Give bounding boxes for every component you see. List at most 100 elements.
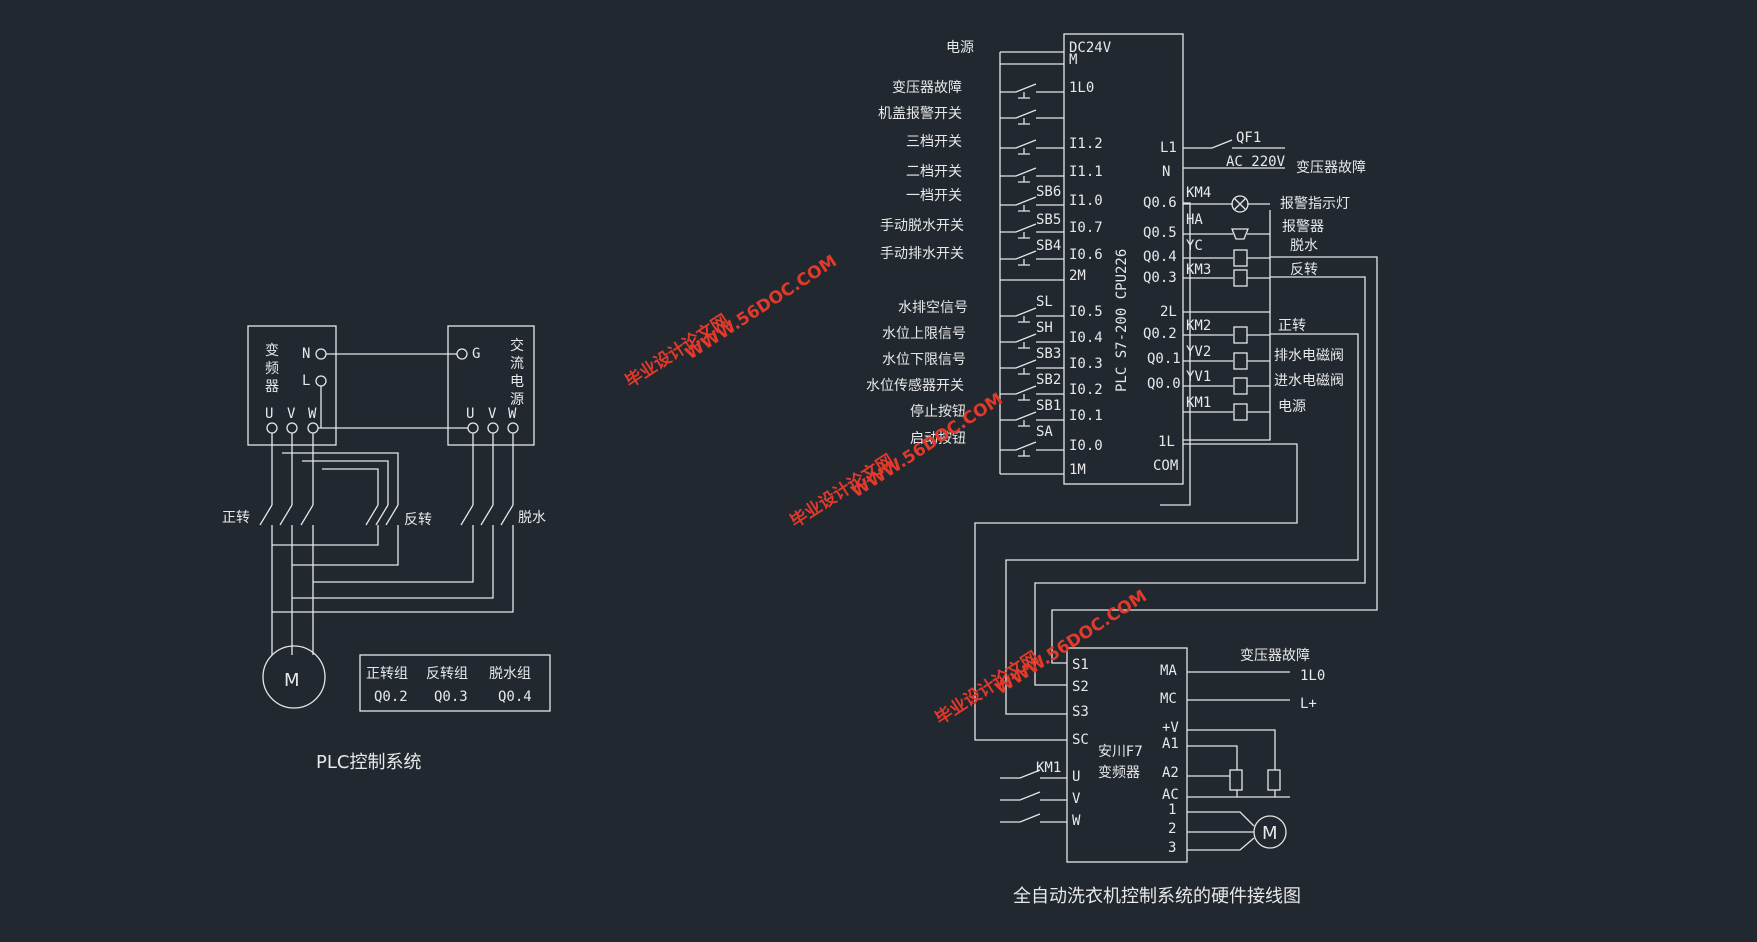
- plc-to-vfd-wires: [974, 256, 1378, 741]
- vfd-fault-label: 变压器故障: [1240, 648, 1310, 664]
- switch-id-6: SB2: [1036, 372, 1061, 388]
- alarm-lamp-cross-icon: [1233, 197, 1247, 211]
- left-title: PLC控制系统: [316, 752, 421, 773]
- inverter-pin-w: W: [308, 406, 317, 422]
- inverter-terminal-u: [266, 422, 278, 434]
- plc-out-pin-2: Q0.6: [1143, 195, 1177, 211]
- vfd-out-pin-5: AC: [1162, 787, 1179, 803]
- output-label-0: 报警指示灯: [1280, 196, 1350, 212]
- table-header-1: 正转组: [366, 666, 408, 682]
- input-label-5: 一档开关: [906, 188, 962, 204]
- supply-link-wires: [318, 353, 468, 429]
- input-switch-7: [1000, 307, 1064, 323]
- vfd-motor-label: M: [1262, 823, 1278, 844]
- inverter-terminal-n: [315, 348, 327, 360]
- input-switch-2: [1000, 139, 1064, 155]
- output-label-7: 电源: [1278, 399, 1306, 415]
- table-value-3: Q0.4: [498, 689, 532, 705]
- switch-id-7: SB1: [1036, 398, 1061, 414]
- vfd-motor-wires: [1187, 811, 1255, 851]
- ac-source-box: [447, 325, 535, 446]
- plc-out-pin-7: Q0.2: [1143, 326, 1177, 342]
- ac-terminal-v: [487, 422, 499, 434]
- plc-out-pin-3: Q0.5: [1143, 225, 1177, 241]
- plc-out-pin-10: 1L: [1158, 434, 1175, 450]
- plc-model: PLC S7-200 CPU226: [1114, 249, 1130, 392]
- output-label-2: 脱水: [1290, 238, 1318, 254]
- switch-id-3: SL: [1036, 294, 1053, 310]
- inverter-drop-wires: [271, 433, 314, 505]
- watermark-1b: WWW.56DOC.COM: [682, 251, 841, 364]
- input-common-wires: [999, 51, 1064, 475]
- plc-pin-9: I0.5: [1069, 304, 1103, 320]
- input-label-10: 水位下限信号: [882, 352, 966, 368]
- inverter-pin-n: N: [302, 346, 310, 362]
- plc-pin-13: I0.1: [1069, 408, 1103, 424]
- vfd-out-pin-6: 1: [1168, 802, 1176, 818]
- plc-pin-5: I1.0: [1069, 193, 1103, 209]
- reverse-return-wires: [272, 525, 399, 566]
- coil-label-4: KM2: [1186, 318, 1211, 334]
- input-label-11: 水位传感器开关: [866, 377, 964, 394]
- coil-6: [1233, 377, 1248, 395]
- input-switch-1: [1000, 109, 1064, 125]
- vfd-in-pin-3: SC: [1072, 732, 1089, 748]
- ac-drop-wires: [472, 433, 514, 505]
- plc-pin-0: DC24V: [1069, 40, 1112, 56]
- coil-label-2: YC: [1186, 238, 1203, 254]
- switch-id-1: SB5: [1036, 212, 1061, 228]
- ac-label-2: 流: [510, 356, 524, 372]
- diagram-caption: 全自动洗衣机控制系统的硬件接线图: [1013, 886, 1301, 907]
- plc-out-pin-11: COM: [1153, 458, 1178, 474]
- input-switch-4: [1000, 196, 1064, 212]
- watermark-2a: 毕业设计论文网: [786, 450, 897, 532]
- reverse-crossover-wires: [282, 452, 399, 505]
- inverter-pin-l: L: [302, 373, 310, 389]
- watermark-3a: 毕业设计论文网: [931, 647, 1042, 729]
- plc-pin-14: I0.0: [1069, 438, 1103, 454]
- ac-pin-u: U: [466, 406, 474, 422]
- vfd-out-pin-3: A1: [1162, 736, 1179, 752]
- inverter-label-1: 变: [265, 343, 279, 359]
- input-switch-5: [1000, 223, 1064, 239]
- plc-pin-1: M: [1069, 52, 1077, 68]
- ac-pin-g: G: [472, 346, 480, 362]
- vfd-out-pin-2: +V: [1162, 720, 1179, 736]
- group-table: [359, 654, 551, 712]
- plc-out-pin-9: Q0.0: [1147, 376, 1181, 392]
- potentiometer-1-icon: [1229, 769, 1243, 791]
- input-label-2: 机盖报警开关: [878, 106, 962, 122]
- spin-contacts: [460, 504, 514, 526]
- plc-block: PLC S7-200 CPU226 DC24VM1L0I1.2I1.1I1.0I…: [866, 33, 1366, 506]
- spin-return-wires: [272, 525, 514, 613]
- switch-id-4: SH: [1036, 320, 1053, 336]
- ac-pin-v: V: [488, 406, 497, 422]
- forward-contacts: [259, 504, 314, 526]
- coil-label-6: YV1: [1186, 369, 1211, 385]
- output-label-4: 正转: [1278, 318, 1306, 334]
- motor-label: M: [284, 670, 300, 691]
- plc-pin-6: I0.7: [1069, 220, 1103, 236]
- plc-pin-3: I1.2: [1069, 136, 1103, 152]
- vfd-motor-icon: [1253, 815, 1287, 849]
- ac-label: AC 220V: [1226, 154, 1286, 170]
- input-label-12: 停止按钮: [910, 403, 966, 420]
- vfd-ma-out: 1L0: [1300, 668, 1325, 684]
- vfd-in-pin-6: W: [1072, 813, 1081, 829]
- plc-input-circuit: 电源变压器故障机盖报警开关三档开关二档开关一档开关手动脱水开关手动排水开关水排空…: [866, 40, 1064, 475]
- vfd-name-1: 安川F7: [1098, 744, 1143, 760]
- coil-7: [1233, 403, 1248, 421]
- plc-pin-4: I1.1: [1069, 164, 1103, 180]
- inverter-label-2: 频: [265, 361, 279, 377]
- left-power-circuit: 变 频 器 N L U V W 交 流 电 源 G U V W: [222, 325, 551, 773]
- vfd-in-pin-0: S1: [1072, 657, 1089, 673]
- switch-id-5: SB3: [1036, 346, 1061, 362]
- input-label-9: 水位上限信号: [882, 326, 966, 342]
- ac-label-1: 交: [510, 337, 524, 354]
- table-header-2: 反转组: [426, 666, 468, 682]
- vfd-name-2: 变频器: [1098, 765, 1140, 781]
- input-label-3: 三档开关: [906, 134, 962, 150]
- vfd-out-pin-0: MA: [1160, 663, 1177, 679]
- plc-pin-10: I0.4: [1069, 330, 1103, 346]
